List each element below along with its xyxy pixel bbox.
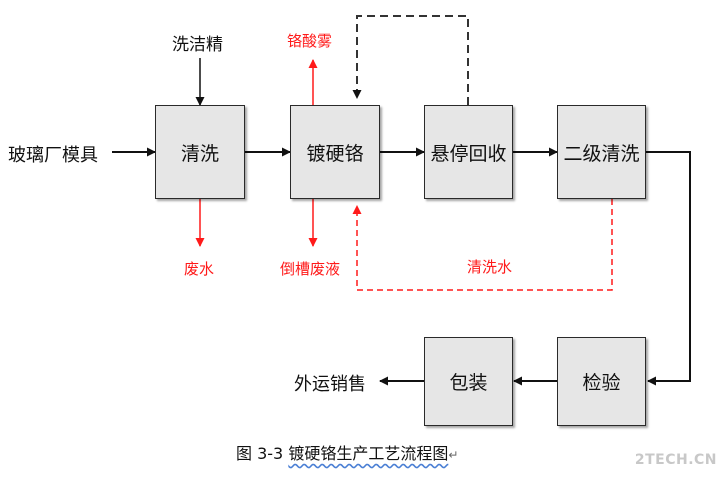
- watermark: 2TECH.CN: [634, 452, 717, 468]
- box-package-label: 包装: [449, 372, 488, 394]
- box-rinse2: 二级清洗: [557, 105, 646, 199]
- box-plating: 镀硬铬: [290, 105, 380, 199]
- detergent-label: 洗洁精: [172, 35, 223, 55]
- waste-water-label: 废水: [184, 260, 215, 278]
- box-plating-label: 镀硬铬: [306, 142, 364, 165]
- chrome-mist-label: 铬酸雾: [287, 32, 333, 50]
- rinse-water-label: 清洗水: [467, 258, 513, 276]
- arrow-recovery-loop: [352, 15, 469, 105]
- caption-mark: ↵: [448, 448, 459, 462]
- box-rinse2-label: 二级清洗: [563, 142, 640, 165]
- box-clean: 清洗: [155, 105, 245, 199]
- box-clean-label: 清洗: [180, 142, 219, 165]
- box-recovery-label: 悬停回收: [430, 142, 507, 165]
- output-label: 外运销售: [294, 374, 366, 395]
- box-recovery: 悬停回收: [424, 105, 513, 199]
- arrow-rinse2-to-inspect: [646, 151, 691, 386]
- arrow-rinse-water-return: [352, 199, 613, 291]
- input-label: 玻璃厂模具: [8, 145, 98, 166]
- box-inspect: 检验: [557, 337, 646, 426]
- caption-prefix: 图 3-3: [236, 444, 284, 463]
- box-inspect-label: 检验: [582, 372, 621, 394]
- caption-title: 镀硬铬生产工艺流程图: [288, 444, 449, 463]
- tank-waste-label: 倒槽废液: [280, 260, 341, 278]
- box-package: 包装: [424, 337, 513, 426]
- figure-caption: 图 3-3 镀硬铬生产工艺流程图↵: [236, 440, 458, 464]
